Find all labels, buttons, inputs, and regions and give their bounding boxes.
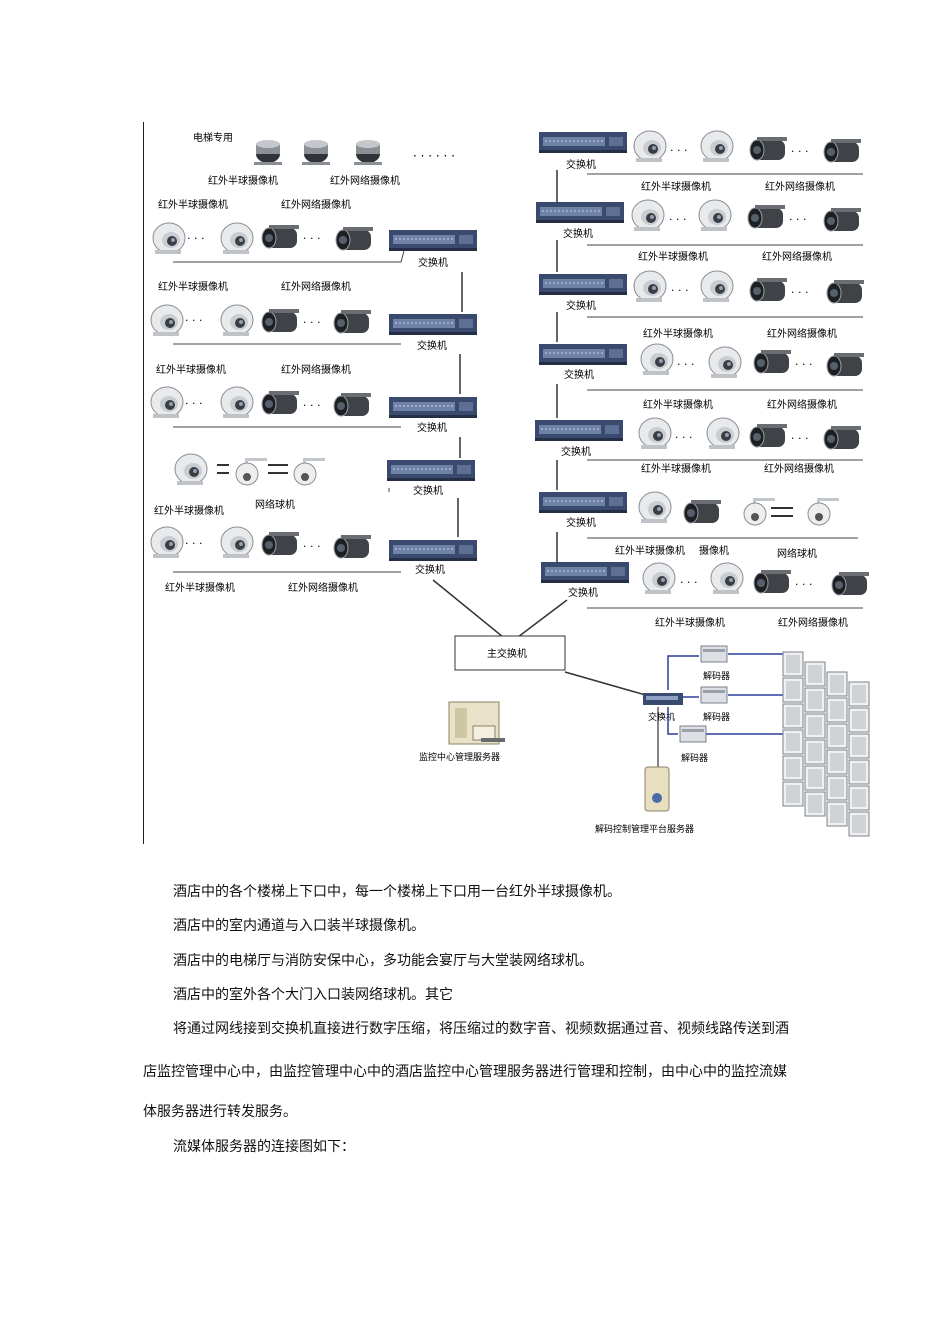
label-network-ptz: 网络球机 [255,498,295,511]
ellipsis: · · · · · · [413,149,455,163]
svg-text:· · ·: · · · [671,284,688,297]
svg-text:· · ·: · · · [185,314,202,327]
svg-text:· · ·: · · · [187,232,204,245]
svg-text:· · ·: · · · [795,358,812,371]
svg-text:· · ·: · · · [677,358,694,371]
paragraph-outdoor: 酒店中的室外各个大门入口装网络球机。其它 [173,987,453,1003]
label-ir-dome: 红外半球摄像机 [655,616,725,629]
switch-label: 交换机 [566,299,596,312]
label-ir-dome: 红外半球摄像机 [615,544,685,557]
svg-text:· · ·: · · · [670,144,687,157]
label-ir-network: 红外网络摄像机 [281,363,351,376]
label-ir-dome: 红外半球摄像机 [643,327,713,340]
label-ir-dome: 红外半球摄像机 [641,180,711,193]
decode-platform-server-label: 解码控制管理平台服务器 [595,823,694,835]
svg-text:· · ·: · · · [185,537,202,550]
elevator-label: 电梯专用 [193,131,233,144]
svg-text:· · ·: · · · [789,213,806,226]
svg-text:· · ·: · · · [795,578,812,591]
switch-label: 交换机 [568,586,598,599]
main-switch-box [454,635,566,671]
switch-label: 交换机 [648,711,675,723]
label-ir-network: 红外网络摄像机 [330,174,400,187]
label-ir-dome: 红外半球摄像机 [156,363,226,376]
paragraph-transmission-line-2: 店监控管理中心中，由监控管理中心中的酒店监控中心管理服务器进行管理和控制，由中心… [143,1064,787,1080]
svg-text:· · ·: · · · [680,576,697,589]
switch-label: 交换机 [564,368,594,381]
label-ir-network: 红外网络摄像机 [767,327,837,340]
label-camera: 摄像机 [699,544,729,557]
label-ir-dome: 红外半球摄像机 [641,462,711,475]
decoder-label: 解码器 [681,752,708,764]
switch-label: 交换机 [561,445,591,458]
paragraph-transmission-line-3: 体服务器进行转发服务。 [143,1104,297,1120]
decoder-label: 解码器 [703,711,730,723]
svg-text:· · ·: · · · [303,399,320,412]
label-ir-dome: 红外半球摄像机 [643,398,713,411]
svg-text:· · ·: · · · [791,286,808,299]
label-ir-dome: 红外半球摄像机 [165,581,235,594]
label-ir-network: 红外网络摄像机 [778,616,848,629]
diagram-left-border [143,122,144,844]
label-ir-dome: 红外半球摄像机 [158,198,228,211]
switch-label: 交换机 [566,516,596,529]
svg-text:· · ·: · · · [185,397,202,410]
label-ir-network: 红外网络摄像机 [764,462,834,475]
label-network-ptz: 网络球机 [777,547,817,560]
paragraph-elevator-hall: 酒店中的电梯厅与消防安保中心，多功能会宴厅与大堂装网络球机。 [173,953,593,969]
label-ir-network: 红外网络摄像机 [288,581,358,594]
main-switch-label: 主交换机 [487,647,527,660]
surveillance-network-diagram: 电梯专用 · · · · · · 红外半球摄像机 红外网络摄像机 红外半球摄像机… [143,122,888,844]
label-ir-dome: 红外半球摄像机 [154,504,224,517]
svg-text:· · ·: · · · [791,432,808,445]
label-ir-network: 红外网络摄像机 [281,280,351,293]
monitor-wall-icon [782,651,870,837]
decoder-label: 解码器 [703,670,730,682]
label-ir-network: 红外网络摄像机 [281,198,351,211]
label-ir-network: 红外网络摄像机 [762,250,832,263]
svg-text:· · ·: · · · [791,145,808,158]
switch-label: 交换机 [417,339,447,352]
svg-text:· · ·: · · · [675,431,692,444]
paragraph-stairs: 酒店中的各个楼梯上下口中，每一个楼梯上下口用一台红外半球摄像机。 [173,884,621,900]
label-ir-dome: 红外半球摄像机 [158,280,228,293]
svg-text:· · ·: · · · [303,540,320,553]
management-server-icon [448,701,505,745]
switch-label: 交换机 [418,256,448,269]
label-ir-dome: 红外半球摄像机 [638,250,708,263]
svg-text:· · ·: · · · [303,316,320,329]
label-ir-network: 红外网络摄像机 [767,398,837,411]
paragraph-transmission-line-1: 将通过网线接到交换机直接进行数字压缩，将压缩过的数字音、视频数据通过音、视频线路… [173,1021,789,1037]
switch-label: 交换机 [413,484,443,497]
switch-label: 交换机 [417,421,447,434]
switch-label: 交换机 [563,227,593,240]
switch-label: 交换机 [566,158,596,171]
paragraph-corridor: 酒店中的室内通道与入口装半球摄像机。 [173,918,425,934]
mgmt-server-label: 监控中心管理服务器 [419,751,500,763]
paragraph-streaming-intro: 流媒体服务器的连接图如下： [173,1139,355,1155]
label-ir-dome: 红外半球摄像机 [208,174,278,187]
diagram-canvas: 电梯专用 · · · · · · 红外半球摄像机 红外网络摄像机 红外半球摄像机… [150,130,870,837]
svg-text:· · ·: · · · [669,213,686,226]
svg-text:· · ·: · · · [303,232,320,245]
decode-platform-server-icon [644,766,670,812]
label-ir-network: 红外网络摄像机 [765,180,835,193]
decoder-switch-icon [643,693,683,705]
switch-label: 交换机 [415,563,445,576]
